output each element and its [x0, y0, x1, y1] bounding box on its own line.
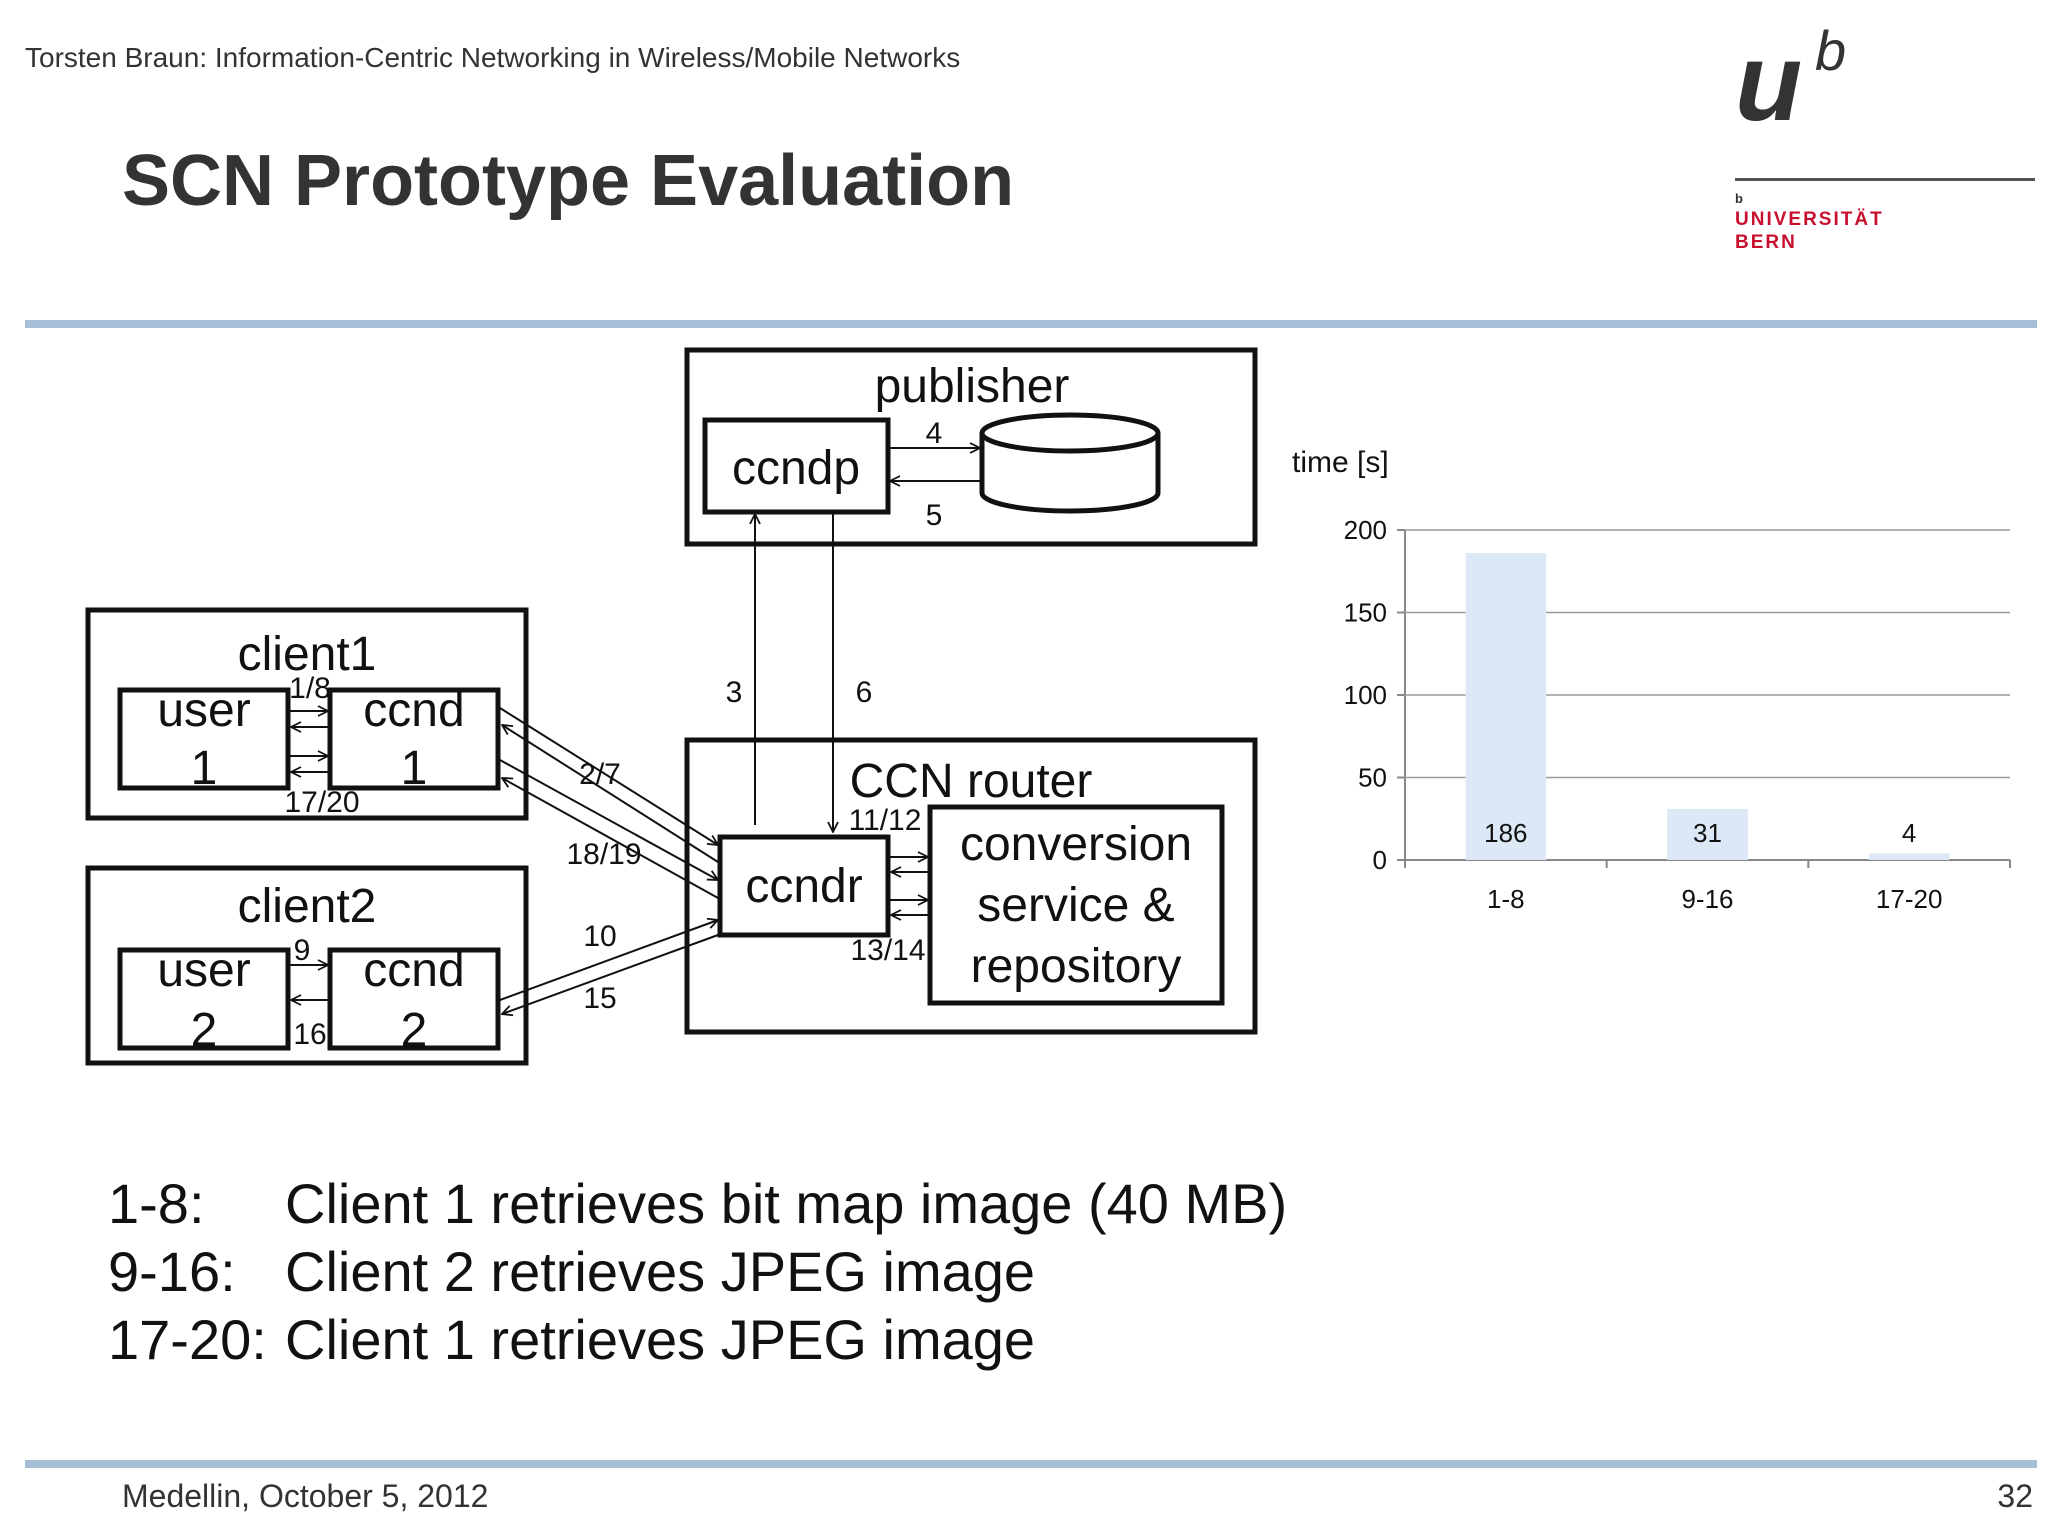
ccnd2-label-line1: ccnd [363, 944, 464, 997]
page-number: 32 [1997, 1478, 2033, 1514]
arrow-c2-req [499, 920, 718, 1001]
router-box [684, 737, 1258, 1035]
x-tick-label: 9-16 [1681, 884, 1733, 914]
bar [1868, 853, 1950, 860]
publisher-box [684, 347, 1258, 547]
caption-key: 9-16: [108, 1240, 236, 1303]
arrow-c1-resp [502, 725, 719, 863]
data-label: 4 [1902, 818, 1916, 848]
arrow-c1-req2 [499, 759, 718, 880]
caption-text: Client 2 retrieves JPEG image [285, 1240, 1036, 1303]
label-11-12: 11/12 [849, 804, 922, 837]
label-5: 5 [926, 499, 943, 532]
label-1-8: 1/8 [289, 672, 331, 705]
label-3: 3 [726, 676, 743, 709]
ccnd1-box [327, 687, 501, 791]
data-label: 186 [1484, 818, 1527, 848]
legend-caption: 1-8: Client 1 retrieves bit map image (40… [108, 1170, 1287, 1374]
header-title: Torsten Braun: Information-Centric Netwo… [25, 42, 961, 73]
y-tick-label: 200 [1344, 515, 1387, 545]
service-label-line1: conversion [960, 818, 1192, 871]
y-tick-label: 50 [1358, 763, 1387, 793]
user2-label-line2: 2 [191, 1004, 218, 1057]
ccnd1-label-line2: 1 [401, 742, 428, 795]
label-4: 4 [926, 417, 943, 450]
label-17-20: 17/20 [284, 786, 359, 819]
logo-small-b: b [1735, 191, 1743, 206]
service-label-line3: repository [971, 940, 1182, 993]
logo-rule [1735, 178, 2035, 181]
bottom-divider [25, 1460, 2037, 1468]
ccndp-label: ccndp [732, 442, 860, 495]
client2-title: client2 [238, 880, 377, 933]
caption-row: 9-16: Client 2 retrieves JPEG image [108, 1238, 1287, 1306]
ccndr-label: ccndr [745, 860, 862, 913]
user1-label-line2: 1 [191, 742, 218, 795]
ccndr-box [717, 834, 891, 938]
caption-key: 1-8: [108, 1172, 205, 1235]
label-16: 16 [293, 1018, 326, 1051]
logo-name-line2: BERN [1735, 232, 1797, 253]
arrow-c1-req [499, 707, 718, 845]
arrow-c2-resp [502, 934, 719, 1014]
footer-date: Medellin, October 5, 2012 [122, 1478, 489, 1514]
label-10: 10 [583, 920, 616, 953]
bar [1465, 553, 1547, 860]
data-label: 31 [1693, 818, 1722, 848]
caption-row: 1-8: Client 1 retrieves bit map image (40… [108, 1170, 1287, 1238]
database-icon [979, 433, 1161, 514]
client1-title: client1 [238, 628, 377, 681]
label-9: 9 [294, 934, 311, 967]
router-title: CCN router [850, 755, 1093, 808]
conversion-service-box [927, 804, 1225, 1006]
architecture-diagram: publisher ccndp 4 5 3 6 client1 user 1 c… [85, 347, 1258, 1066]
slide-title: SCN Prototype Evaluation [122, 141, 1015, 221]
y-tick-label: 150 [1344, 598, 1387, 628]
bar [1667, 808, 1748, 860]
service-label-line2: service & [977, 879, 1174, 932]
ccnd2-label-line2: 2 [401, 1004, 428, 1057]
caption-text: Client 1 retrieves bit map image (40 MB) [285, 1172, 1288, 1235]
publisher-title: publisher [875, 360, 1070, 413]
ccndp-box [702, 417, 891, 515]
y-tick-label: 100 [1344, 680, 1387, 710]
y-axis-title: time [s] [1292, 446, 1389, 479]
y-tick-label: 0 [1373, 845, 1387, 875]
x-tick-label: 17-20 [1876, 884, 1943, 914]
client1-box [85, 607, 529, 821]
label-18-19: 18/19 [566, 838, 641, 871]
user1-label-line1: user [157, 684, 250, 737]
client2-box [85, 865, 529, 1066]
time-bar-chart: time [s] 0 50 100 150 200 186 1-8 31 9-16 4 17-20 [1292, 446, 2011, 914]
caption-row: 17-20: Client 1 retrieves JPEG image [108, 1306, 1287, 1374]
label-15: 15 [583, 982, 616, 1015]
label-13-14: 13/14 [850, 934, 925, 967]
university-logo: u b b UNIVERSITÄT BERN [1735, 20, 2035, 253]
top-divider [25, 320, 2037, 328]
label-6: 6 [856, 676, 873, 709]
caption-key: 17-20: [108, 1308, 267, 1371]
logo-mark: u [1735, 21, 1802, 144]
label-2-7: 2/7 [579, 758, 621, 791]
user2-label-line1: user [157, 944, 250, 997]
user1-box [117, 687, 291, 791]
arrow-c1-resp2 [502, 778, 719, 899]
x-tick-label: 1-8 [1487, 884, 1525, 914]
ccnd1-label-line1: ccnd [363, 684, 464, 737]
logo-name-line1: UNIVERSITÄT [1735, 209, 1884, 230]
ccnd2-box [327, 947, 501, 1051]
caption-text: Client 1 retrieves JPEG image [285, 1308, 1036, 1371]
user2-box [117, 947, 291, 1051]
logo-superscript: b [1815, 20, 1846, 82]
